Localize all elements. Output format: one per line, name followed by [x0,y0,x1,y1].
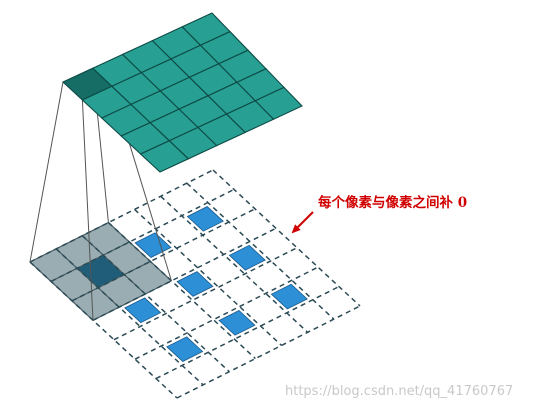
dashed-gridline [107,222,256,360]
dashed-gridlines [29,169,361,399]
dashed-gridline [113,247,298,341]
input-pixel [186,206,224,232]
dashed-gridline [81,235,230,373]
kernel-gridline [108,222,172,282]
input-pixel [166,336,204,362]
dashed-gridline [160,195,309,333]
projection-line [81,99,94,321]
kernel-gridline [55,248,120,308]
dashed-gridline [55,248,204,386]
annotation: 每个像素与像素之间补 0 [291,194,467,234]
kernel-center-pixel [77,255,125,288]
padded-input-grid [29,169,361,399]
projection-line [29,81,64,263]
output-cell [254,86,303,120]
input-pixel [124,297,162,324]
dashed-gridline [134,208,283,346]
dashed-gridline [134,266,319,360]
annotation-text: 每个像素与像素之间补 0 [318,194,467,211]
dashed-gridline [155,285,340,380]
input-pixel [218,310,256,336]
input-pixel [270,283,308,310]
output-feature-map [62,12,303,173]
input-pixel [228,244,266,271]
dashed-gridline [29,261,178,399]
dashed-gridline [50,188,235,283]
kernel-gridline [29,261,94,321]
red-arrow-icon [291,211,314,234]
dashed-gridline [29,169,214,263]
dashed-gridline [186,182,335,320]
watermark-text: https://blog.csdn.net/qq_41760767 [285,384,513,399]
input-pixel [176,271,214,297]
input-cells [82,206,308,362]
kernel-gridline [81,235,146,295]
dashed-gridline [212,169,361,307]
dashed-gridline [92,227,277,321]
dashed-gridline [176,305,361,399]
